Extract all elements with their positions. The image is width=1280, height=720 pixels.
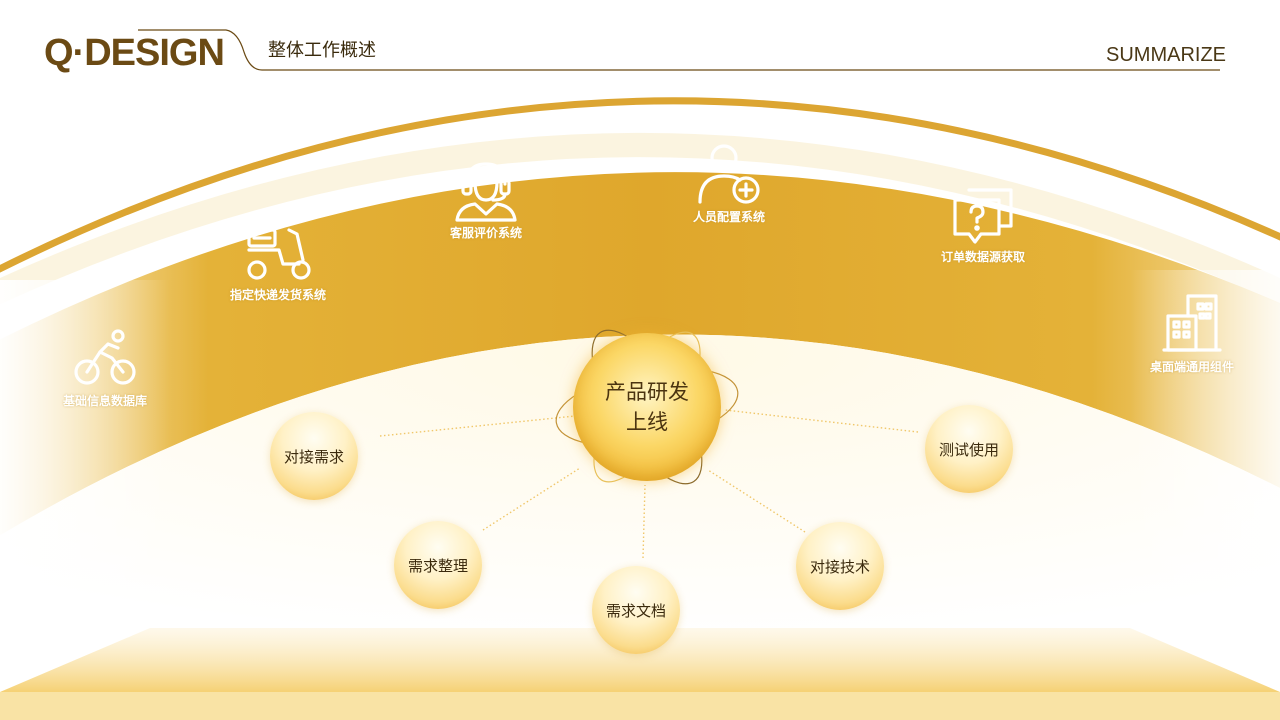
step-label: 对接技术 (809, 557, 870, 576)
center-label-line1: 产品研发 (605, 380, 689, 404)
arc-band (0, 172, 1280, 536)
step-label: 对接需求 (283, 447, 344, 466)
buildings-icon (1162, 294, 1222, 352)
module-order-data: 订单数据源获取 (908, 186, 1058, 265)
question-message-icon (953, 188, 1013, 244)
floor-platform (0, 628, 1280, 692)
module-basic-database: 基础信息数据库 (30, 328, 180, 409)
center-label: 产品研发 上线 (592, 377, 702, 437)
step-node: 测试使用 (925, 405, 1013, 493)
scooter-icon (247, 228, 311, 280)
user-add-icon (698, 144, 760, 204)
module-customer-rating: 客服评价系统 (411, 158, 561, 241)
step-node: 对接技术 (796, 522, 884, 610)
module-label: 客服评价系统 (449, 226, 522, 240)
connector-lines (379, 409, 919, 559)
step-node: 需求文档 (592, 566, 680, 654)
module-desktop-components: 桌面端通用组件 (1117, 292, 1267, 375)
module-label: 基础信息数据库 (62, 394, 147, 408)
step-node: 对接需求 (270, 412, 358, 500)
module-staff-config: 人员配置系统 (654, 142, 804, 225)
headset-agent-icon (455, 162, 517, 222)
step-node: 需求整理 (394, 521, 482, 609)
center-label-line2: 上线 (626, 410, 668, 434)
module-label: 桌面端通用组件 (1149, 360, 1234, 374)
step-label: 测试使用 (938, 440, 999, 459)
module-label: 指定快递发货系统 (229, 288, 326, 302)
module-express-shipping: 指定快递发货系统 (203, 224, 353, 303)
arc-outer-line (0, 97, 1280, 273)
cyclist-icon (74, 329, 136, 385)
step-label: 需求整理 (407, 556, 468, 575)
module-label: 订单数据源获取 (940, 250, 1025, 264)
step-label: 需求文档 (605, 601, 666, 620)
center-node: 产品研发 上线 (573, 333, 721, 481)
page-title: 整体工作概述 (268, 40, 376, 61)
module-label: 人员配置系统 (692, 210, 765, 224)
brand-logo: Q·DESIGN (44, 32, 225, 74)
header-underline (138, 29, 1220, 71)
section-label: SUMMARIZE (1106, 44, 1226, 66)
